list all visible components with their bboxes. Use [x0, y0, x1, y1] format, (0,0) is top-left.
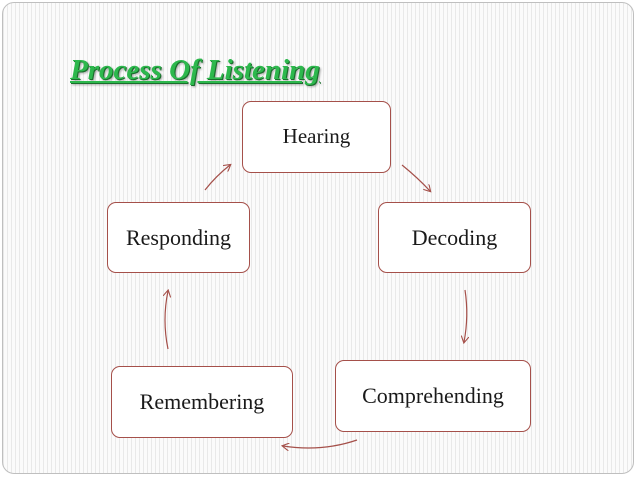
node-responding: Responding: [107, 202, 250, 273]
arrow-remembering-to-responding: [165, 291, 168, 350]
arrow-responding-to-hearing: [204, 165, 230, 191]
node-remembering: Remembering: [111, 366, 293, 438]
node-decoding: Decoding: [378, 202, 531, 273]
node-comprehending: Comprehending: [335, 360, 531, 432]
arrow-hearing-to-decoding: [401, 164, 430, 191]
arrow-decoding-to-comprehending: [464, 289, 467, 342]
node-hearing: Hearing: [242, 101, 391, 173]
arrow-comprehending-to-remembering: [283, 439, 358, 448]
slide-title: Process Of Listening: [70, 54, 320, 86]
